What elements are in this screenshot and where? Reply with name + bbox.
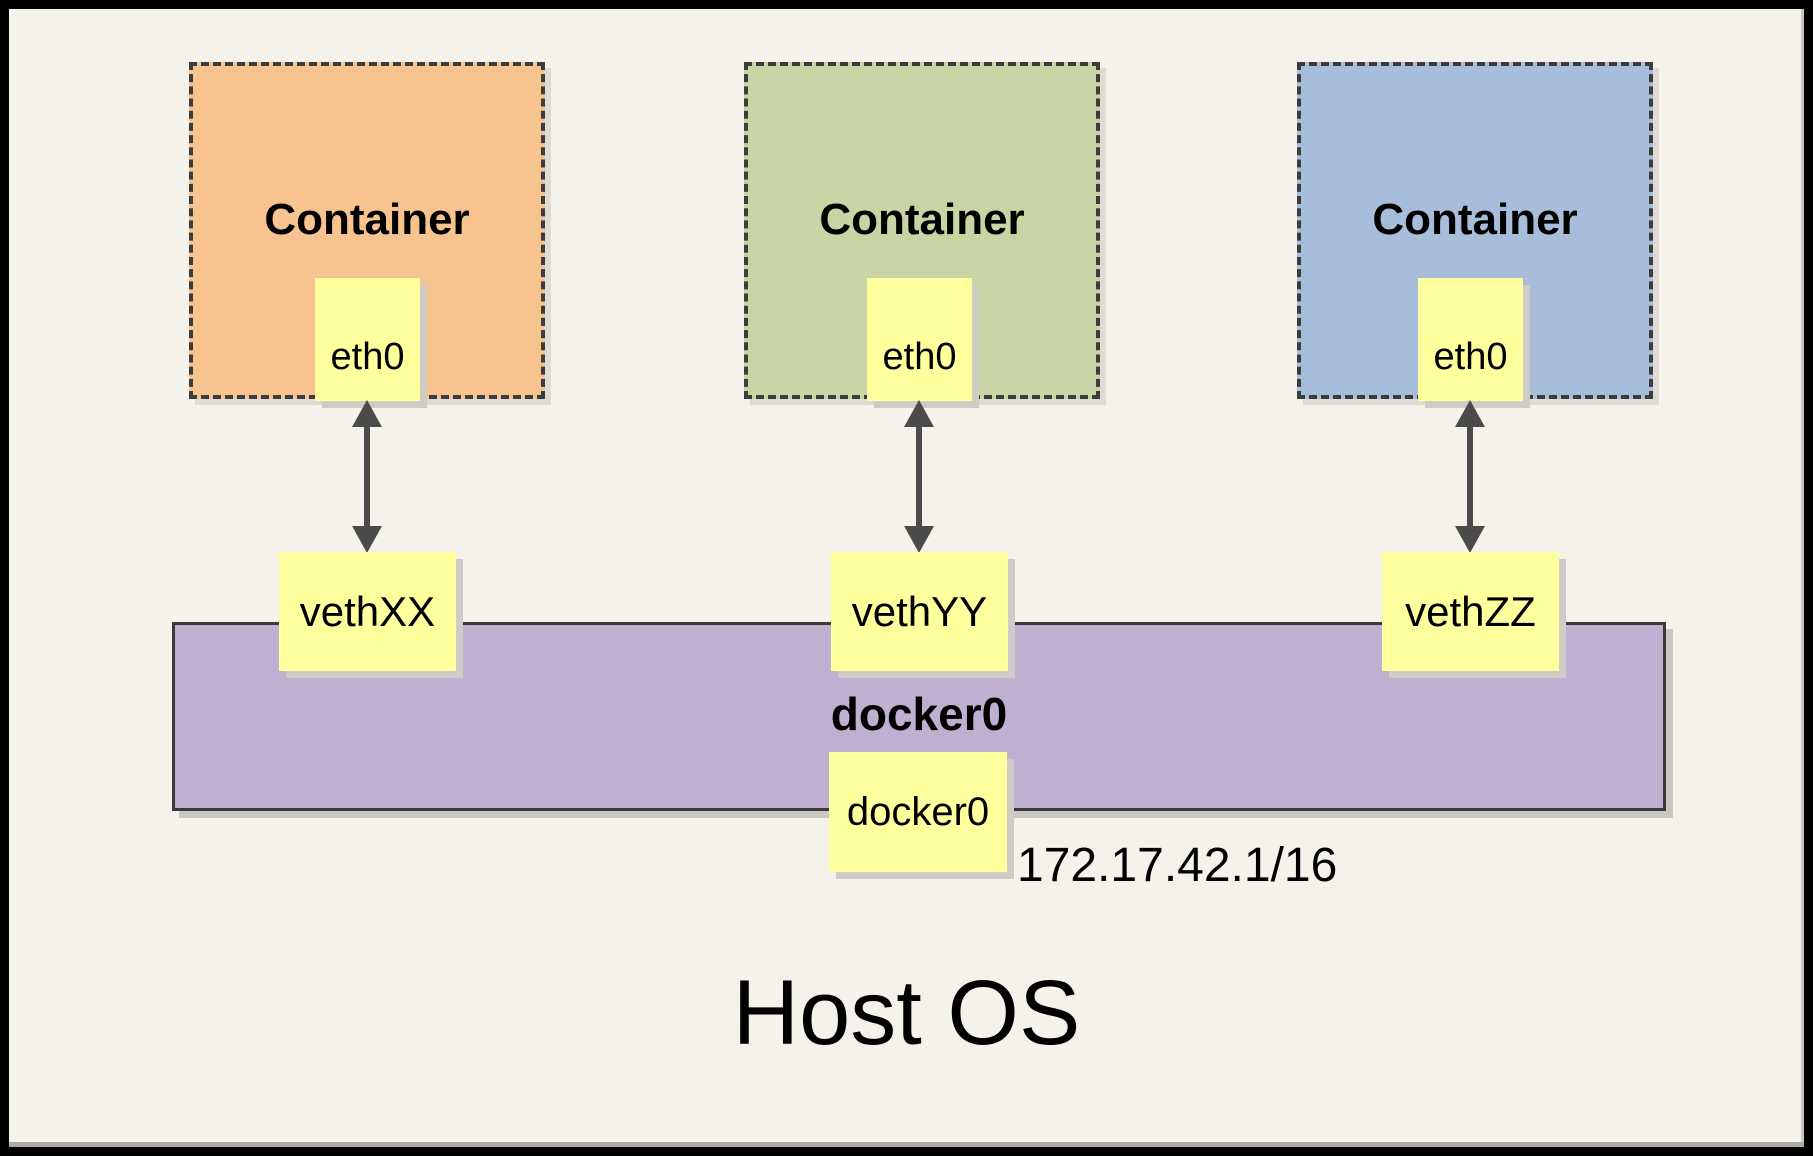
eth0-chip-2: eth0 [867, 278, 972, 401]
container-title-1: Container [264, 195, 470, 244]
docker0-interface-label: docker0 [846, 789, 990, 834]
eth0-chip-3: eth0 [1418, 278, 1523, 401]
bridge-ip-label: 172.17.42.1/16 [1017, 839, 1338, 892]
veth-chip-2: vethYY [831, 552, 1008, 671]
veth-chip-3: vethZZ [1382, 552, 1559, 671]
docker0-interface-chip: docker0 [829, 752, 1007, 872]
veth-chip-1: vethXX [279, 552, 456, 671]
double-arrow-icon-1 [352, 400, 382, 553]
docker0-bridge-title: docker0 [830, 688, 1008, 740]
double-arrow-icon-3 [1455, 400, 1485, 553]
eth0-label-3: eth0 [1433, 336, 1508, 378]
host-os-label: Host OS [732, 962, 1081, 1064]
veth-label-1: vethXX [299, 587, 436, 635]
eth0-label-1: eth0 [330, 336, 405, 378]
veth-label-3: vethZZ [1405, 587, 1536, 635]
double-arrow-icon-2 [904, 400, 934, 553]
veth-label-2: vethYY [851, 587, 988, 635]
eth0-chip-1: eth0 [315, 278, 420, 401]
container-title-3: Container [1372, 195, 1578, 244]
eth0-label-2: eth0 [882, 336, 957, 378]
container-title-2: Container [819, 195, 1025, 244]
